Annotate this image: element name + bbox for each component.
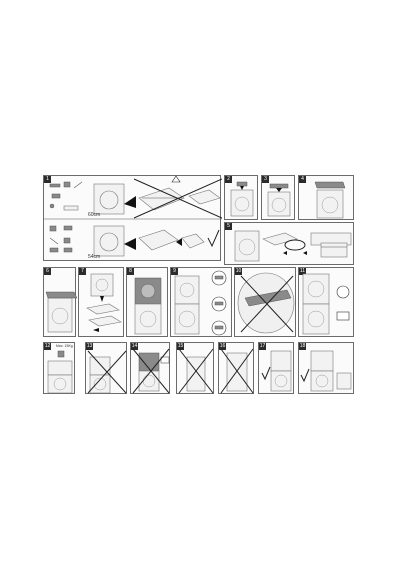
panel-number: 3 bbox=[262, 176, 269, 183]
panel-number: 16 bbox=[219, 343, 226, 350]
parts-icons-top bbox=[49, 181, 83, 211]
panel-number: 17 bbox=[259, 343, 266, 350]
panel-number: 15 bbox=[177, 343, 184, 350]
panel-number: 10 bbox=[235, 268, 242, 275]
panel-number: 13 bbox=[86, 343, 93, 350]
weight-label: Max. 15Kg bbox=[56, 344, 73, 348]
panel-number: 5 bbox=[225, 223, 232, 230]
panel-step-2: 2 bbox=[224, 175, 258, 220]
step-illustration bbox=[132, 348, 170, 394]
panel-step-12: 12 Max. 15Kg bbox=[43, 342, 75, 394]
panel-step-9: 9 bbox=[170, 267, 232, 337]
step-illustration bbox=[47, 350, 73, 394]
step-illustration bbox=[314, 181, 346, 219]
panel-step-4: 4 bbox=[298, 175, 354, 220]
panel-number: 1 bbox=[44, 176, 51, 183]
panel-number: 7 bbox=[79, 268, 86, 275]
panel-step-5: 5 bbox=[224, 222, 354, 265]
panel-step-17: 17 bbox=[258, 342, 294, 394]
step-illustration bbox=[230, 181, 254, 217]
panel-step-8: 8 bbox=[126, 267, 168, 337]
panel-number: 4 bbox=[299, 176, 306, 183]
panel-number: 6 bbox=[44, 268, 51, 275]
panel-step-11: 11 bbox=[298, 267, 354, 337]
panel-step-6: 6 bbox=[43, 267, 77, 337]
panel-step-14: 14 bbox=[130, 342, 170, 394]
step-illustration bbox=[302, 273, 350, 335]
panel-number: 12 bbox=[44, 343, 51, 350]
step-illustration bbox=[300, 350, 352, 392]
panel-step-15: 15 bbox=[176, 342, 214, 394]
step-illustration bbox=[234, 230, 352, 262]
step-illustration bbox=[178, 348, 214, 394]
panel-number: 14 bbox=[131, 343, 138, 350]
step-illustration bbox=[87, 350, 127, 394]
panel-number: 8 bbox=[127, 268, 134, 275]
panel-number: 9 bbox=[171, 268, 178, 275]
step-illustration bbox=[261, 350, 292, 392]
panel-number: 18 bbox=[299, 343, 306, 350]
panel-step-13: 13 bbox=[85, 342, 127, 394]
panel-step-18: 18 bbox=[298, 342, 354, 394]
step-illustration bbox=[45, 291, 77, 333]
dimension-label-bottom: 54cm bbox=[88, 254, 101, 260]
dimension-illustration bbox=[44, 176, 222, 257]
panel-number: 11 bbox=[299, 268, 306, 275]
panel-step-16: 16 bbox=[218, 342, 254, 394]
step-illustration bbox=[220, 348, 254, 394]
step-illustration bbox=[86, 273, 122, 332]
step-illustration bbox=[267, 183, 291, 217]
parts-icons-bottom bbox=[49, 225, 73, 253]
step-illustration bbox=[237, 272, 295, 334]
panel-dimension-choice: 1 bbox=[43, 175, 222, 261]
step-illustration bbox=[134, 277, 162, 335]
step-illustration bbox=[174, 270, 227, 336]
panel-number: 2 bbox=[225, 176, 232, 183]
panel-step-7: 7 bbox=[78, 267, 124, 337]
panel-step-3: 3 bbox=[261, 175, 295, 220]
panel-step-10: 10 bbox=[234, 267, 296, 337]
dimension-label-top: 60cm bbox=[88, 212, 101, 218]
